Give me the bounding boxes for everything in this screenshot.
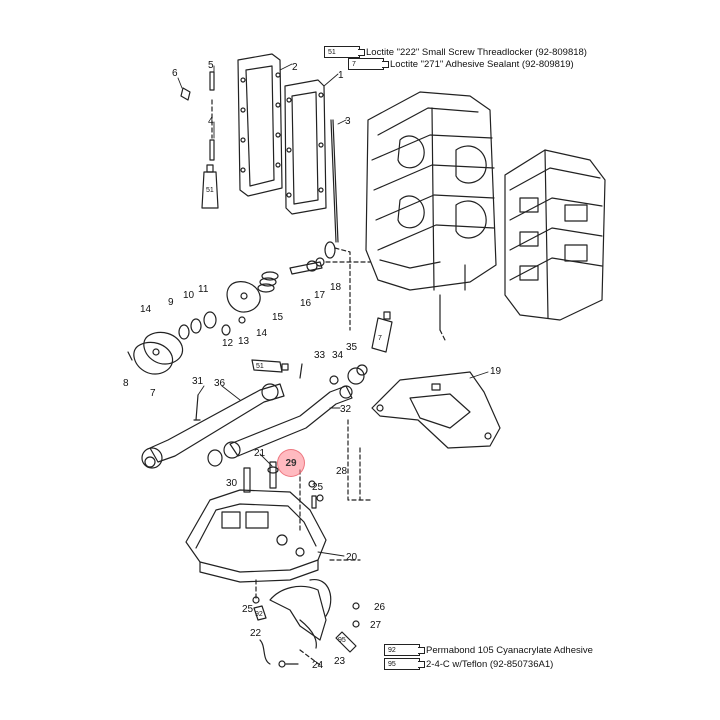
callout: 7 <box>150 388 156 399</box>
highlighted-callout-29[interactable]: 29 <box>277 449 305 477</box>
callout: 1 <box>338 70 344 81</box>
callout: 19 <box>490 366 502 377</box>
bypass-rail-32 <box>223 385 353 459</box>
callout: 36 <box>214 378 226 389</box>
callout: 12 <box>222 338 234 349</box>
callout: 16 <box>300 298 312 309</box>
callout: 8 <box>123 378 129 389</box>
seal-strip <box>332 119 339 243</box>
sealant-tube-51 <box>251 359 289 373</box>
exhaust-gasket <box>284 79 327 215</box>
callout: 24 <box>312 660 324 671</box>
sealant-tube-92-lower <box>253 605 267 621</box>
sealant-tube-upper <box>201 164 219 209</box>
callout: 34 <box>332 350 344 361</box>
callout: 13 <box>238 336 250 347</box>
callout: 23 <box>334 656 346 667</box>
cylinder-block <box>504 149 606 321</box>
callout: 21 <box>254 448 266 459</box>
callout: 26 <box>374 602 386 613</box>
legend-text: Loctite "222" Small Screw Threadlocker (… <box>366 46 587 58</box>
callout: 14 <box>140 304 152 315</box>
callout: 27 <box>370 620 382 631</box>
callout: 14 <box>256 328 268 339</box>
seal-strip-edge <box>330 119 337 243</box>
bypass-rail-36 <box>141 383 285 469</box>
legend-loctite-271: 7 Loctite "271" Adhesive Sealant (92-809… <box>348 58 574 70</box>
sealant-tube-95 <box>335 631 357 653</box>
callout: 2 <box>292 62 298 73</box>
tube-code: 92 <box>255 611 263 618</box>
legend-text: Permabond 105 Cyanacrylate Adhesive <box>426 644 593 656</box>
callout: 4 <box>208 116 214 127</box>
callout: 18 <box>330 282 342 293</box>
callout: 3 <box>345 116 351 127</box>
spring <box>257 271 279 293</box>
screw-parts <box>180 71 215 161</box>
callout: 11 <box>198 284 209 295</box>
tube-icon: 51 <box>324 46 365 58</box>
callout: 10 <box>183 290 195 301</box>
callout: 31 <box>192 376 204 387</box>
reed-valves <box>178 311 246 340</box>
callout: 5 <box>208 60 214 71</box>
screws-small <box>252 480 360 668</box>
callout-labels: 1 2 3 4 5 6 7 8 9 10 11 12 13 14 14 15 1… <box>123 60 502 671</box>
legend-loctite-222: 51 Loctite "222" Small Screw Threadlocke… <box>324 46 587 58</box>
tube-code: 51 <box>256 363 264 370</box>
callout: 9 <box>168 297 174 308</box>
callout: 33 <box>314 350 326 361</box>
tube-code: 7 <box>378 335 382 342</box>
callout: 17 <box>314 290 326 301</box>
leader-lines <box>177 63 489 557</box>
highlighted-callout-label: 29 <box>285 457 297 469</box>
callout: 32 <box>340 404 352 415</box>
callout: 22 <box>250 628 262 639</box>
tube-code: 95 <box>338 637 346 644</box>
tube-icon: 92 <box>384 644 425 656</box>
exhaust-cover <box>237 53 283 197</box>
legend-text: 2-4-C w/Teflon (92-850736A1) <box>426 658 554 670</box>
left-gaskets <box>133 281 261 375</box>
lower-plate-20 <box>185 489 327 583</box>
tube-code: 51 <box>206 187 214 194</box>
throttle-linkage <box>259 579 332 665</box>
legend-permabond: 92 Permabond 105 Cyanacrylate Adhesive <box>384 644 593 656</box>
bolts-lower <box>243 461 317 509</box>
tube-icon: 7 <box>348 58 389 70</box>
tube-icon: 95 <box>384 658 425 670</box>
callout: 30 <box>226 478 238 489</box>
callout: 35 <box>346 342 358 353</box>
shaft-assembly <box>289 241 336 275</box>
callout: 20 <box>346 552 358 563</box>
callout: 25 <box>312 482 324 493</box>
callout: 25 <box>242 604 254 615</box>
small-parts-mid <box>193 363 368 467</box>
powerhead-block <box>365 91 497 331</box>
legend-2-4-c: 95 2-4-C w/Teflon (92-850736A1) <box>384 658 553 670</box>
callout: 6 <box>172 68 178 79</box>
legend-text: Loctite "271" Adhesive Sealant (92-80981… <box>390 58 574 70</box>
sealant-tube-7 <box>371 311 393 353</box>
adaptor-gasket-19 <box>371 371 501 449</box>
screw-8 <box>127 351 133 361</box>
callout: 28 <box>336 466 348 477</box>
callout: 15 <box>272 312 284 323</box>
